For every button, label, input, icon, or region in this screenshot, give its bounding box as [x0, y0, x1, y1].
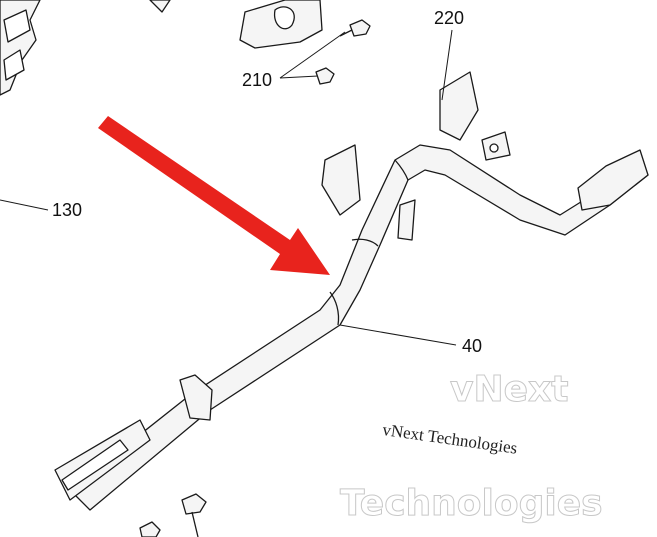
bolt-bottom-a	[181, 493, 207, 537]
red-arrow-indicator	[98, 116, 330, 275]
bracket-part	[239, 0, 323, 49]
leader-lines	[0, 29, 457, 346]
callout-40: 40	[462, 336, 483, 356]
callout-130: 130	[52, 200, 83, 220]
tube-part-40	[54, 71, 649, 511]
bolt-210-b	[315, 67, 335, 85]
bolt-210-a	[339, 19, 371, 37]
frame-part-130	[0, 0, 171, 96]
watermark-outline-line1: vNext	[449, 369, 569, 410]
callout-220: 220	[434, 8, 465, 28]
bolt-bottom-b	[139, 521, 161, 537]
watermark-outline-line2: Technologies	[340, 483, 604, 524]
callout-210: 210	[242, 70, 273, 90]
